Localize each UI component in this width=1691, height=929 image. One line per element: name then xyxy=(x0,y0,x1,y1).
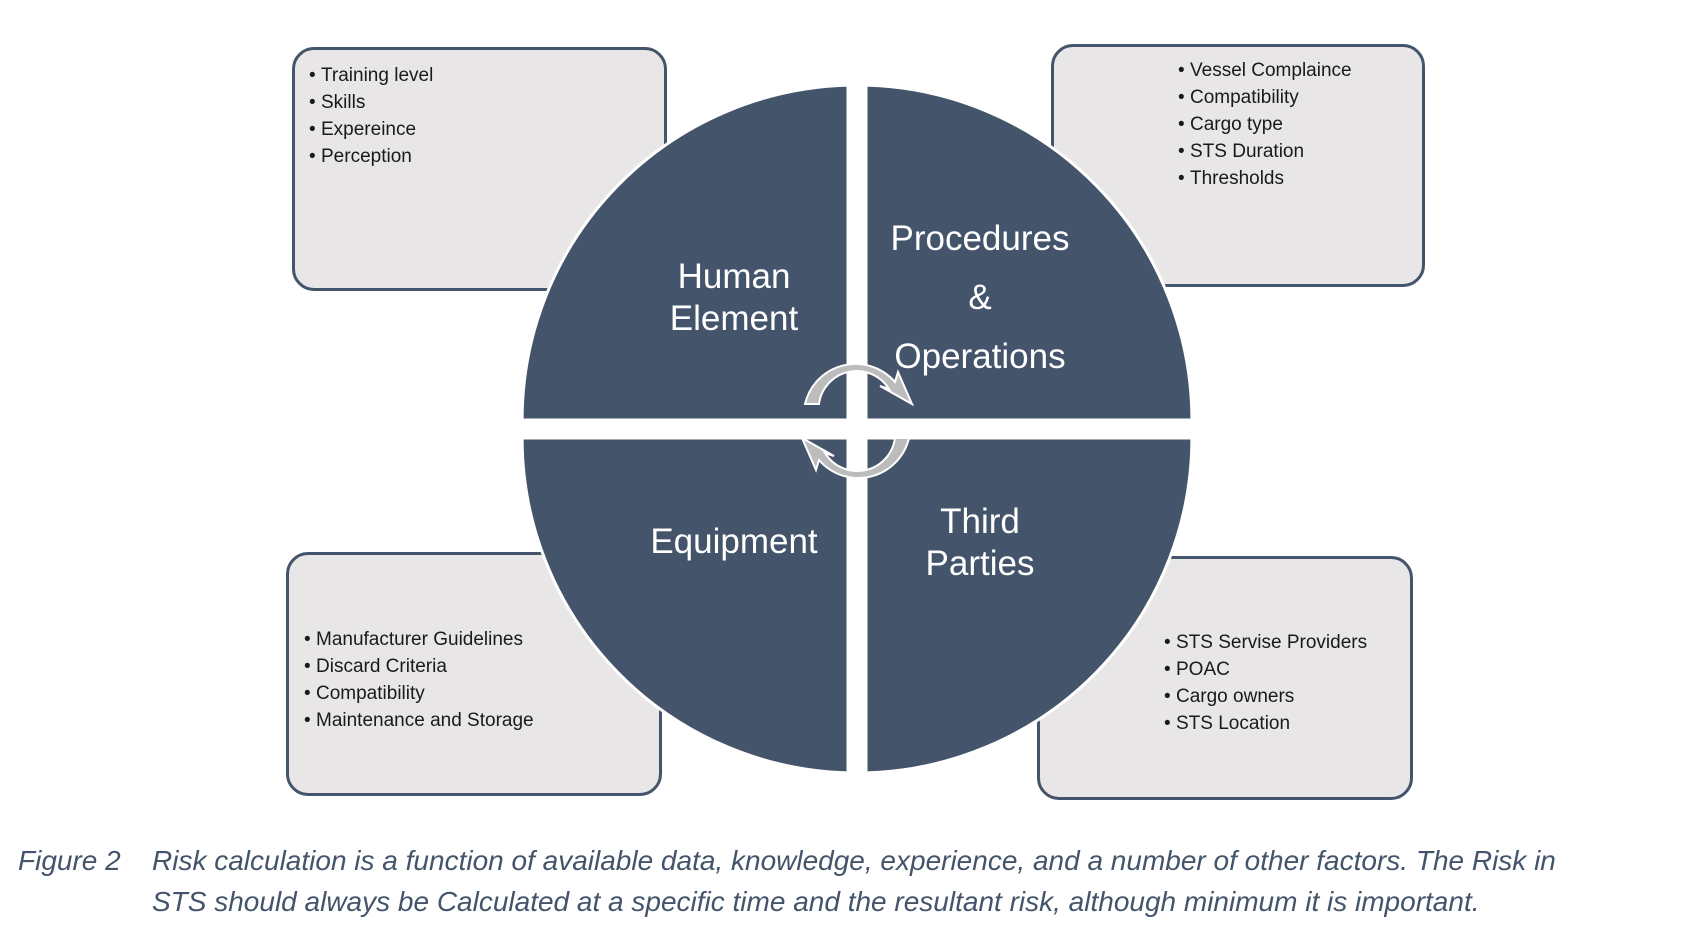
info-box-human-element: Training level Skills Expereince Percept… xyxy=(292,47,667,291)
bullet-list: Vessel Complaince Compatibility Cargo ty… xyxy=(1178,57,1422,192)
caption-line-1: Figure 2 Risk calculation is a function o… xyxy=(18,840,1688,881)
bullet-item: Perception xyxy=(309,143,664,170)
quadrant-procedures-operations xyxy=(864,83,1194,422)
caption-text-2: STS should always be Calculated at a spe… xyxy=(152,886,1480,917)
quadrant-third-parties xyxy=(864,436,1194,775)
bullet-item: Manufacturer Guidelines xyxy=(304,626,659,653)
bullet-list: Training level Skills Expereince Percept… xyxy=(309,62,664,170)
bullet-item: STS Duration xyxy=(1178,138,1422,165)
bullet-item: Vessel Complaince xyxy=(1178,57,1422,84)
bullet-item: Discard Criteria xyxy=(304,653,659,680)
bullet-item: Cargo type xyxy=(1178,111,1422,138)
figure-caption: Figure 2 Risk calculation is a function o… xyxy=(18,840,1688,922)
bullet-item: Compatibility xyxy=(1178,84,1422,111)
quadrant-equipment xyxy=(520,436,850,775)
bullet-item: Expereince xyxy=(309,116,664,143)
info-box-equipment: Manufacturer Guidelines Discard Criteria… xyxy=(286,552,662,796)
bullet-item: STS Location xyxy=(1164,710,1410,737)
quadrant-human-element xyxy=(520,83,850,422)
bullet-item: Maintenance and Storage xyxy=(304,707,659,734)
bullet-item: Skills xyxy=(309,89,664,116)
caption-text-1: Risk calculation is a function of availa… xyxy=(152,845,1556,876)
bullet-list: Manufacturer Guidelines Discard Criteria… xyxy=(304,626,659,734)
bullet-item: STS Servise Providers xyxy=(1164,629,1410,656)
bullet-item: Compatibility xyxy=(304,680,659,707)
bullet-list: STS Servise Providers POAC Cargo owners … xyxy=(1164,629,1410,737)
bullet-item: Thresholds xyxy=(1178,165,1422,192)
bullet-item: Training level xyxy=(309,62,664,89)
bullet-item: Cargo owners xyxy=(1164,683,1410,710)
figure-label: Figure 2 xyxy=(18,845,121,876)
bullet-item: POAC xyxy=(1164,656,1410,683)
